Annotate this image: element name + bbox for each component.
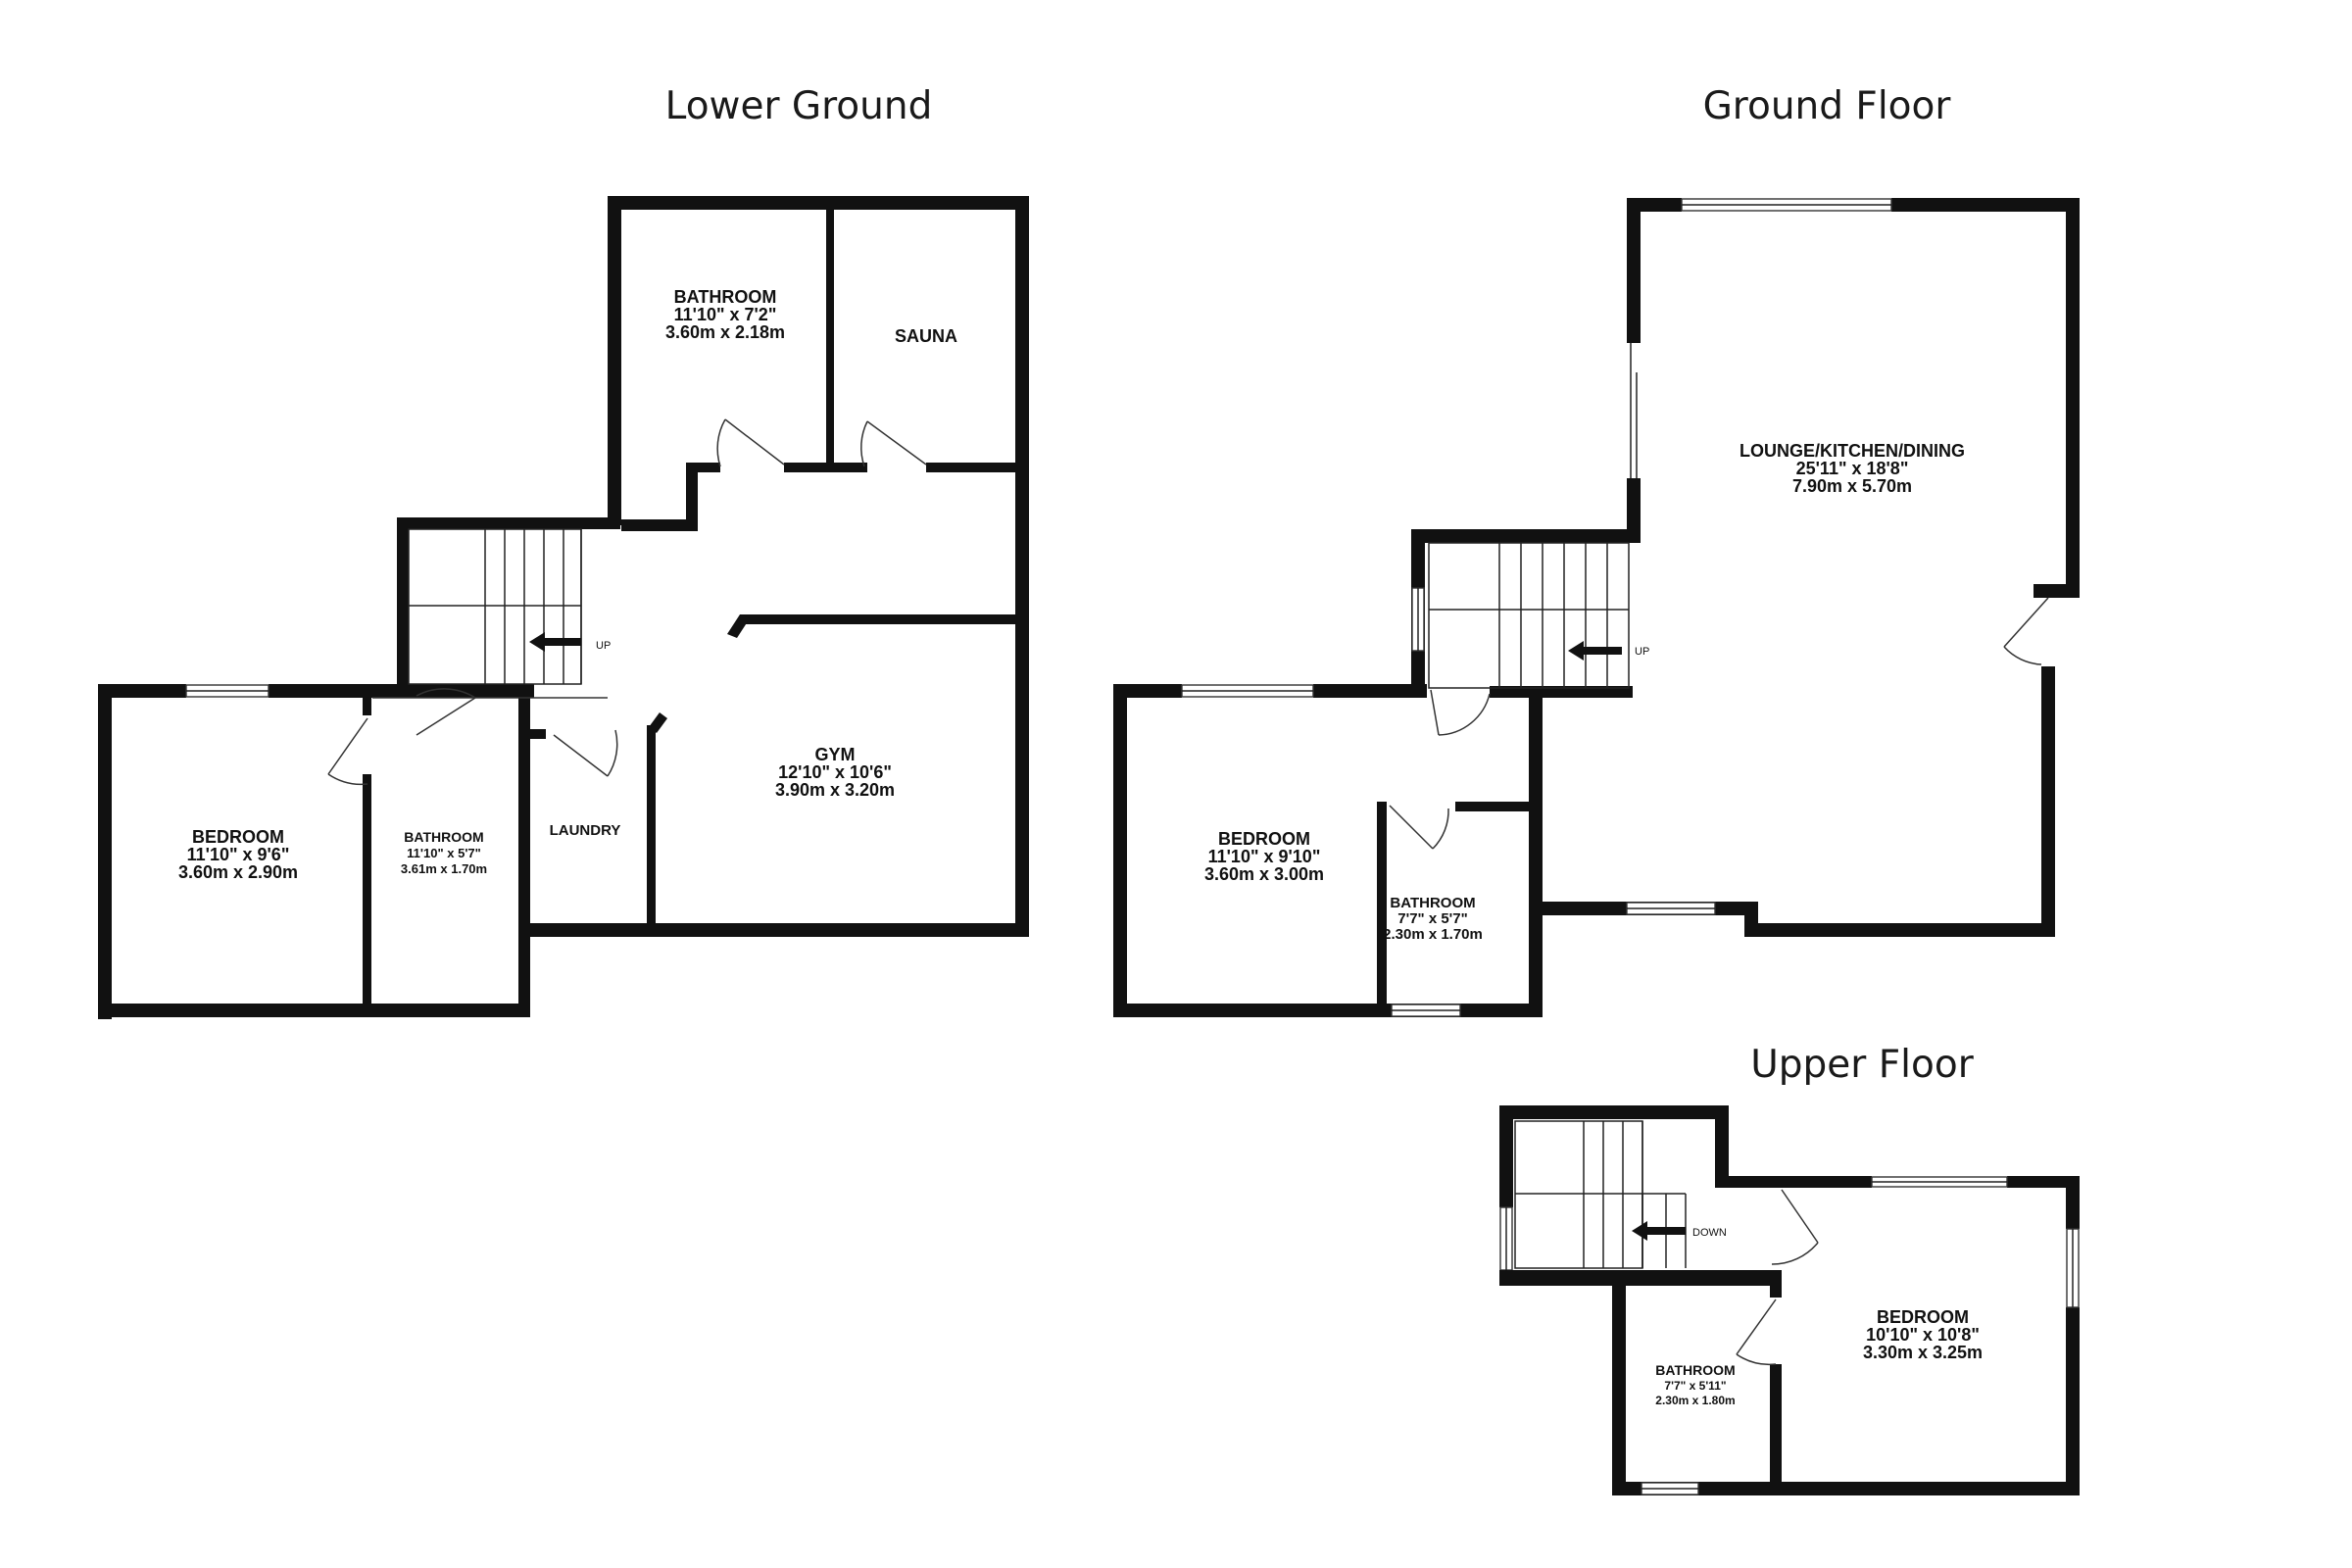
stair-label-lower: UP	[596, 640, 611, 652]
floor-title-lower-ground: Lower Ground	[665, 84, 933, 128]
stair-label-ground: UP	[1635, 646, 1649, 658]
room-label-uf-bedroom-imperial: 10'10" x 10'8"	[1866, 1325, 1980, 1345]
room-label-lg-bedroom-name: BEDROOM	[192, 827, 284, 847]
room-label-gf-bedroom-metric: 3.60m x 3.00m	[1204, 864, 1324, 884]
room-label-gym-name: GYM	[814, 745, 855, 764]
lower-ground-plan: Lower Ground	[98, 84, 1029, 1019]
room-label-uf-bathroom-metric: 2.30m x 1.80m	[1655, 1394, 1735, 1407]
room-label-lounge-name: LOUNGE/KITCHEN/DINING	[1740, 441, 1965, 461]
room-label-sauna: SAUNA	[895, 326, 957, 346]
room-label-gf-bathroom-name: BATHROOM	[1390, 895, 1475, 911]
room-label-uf-bedroom-metric: 3.30m x 3.25m	[1863, 1343, 1983, 1362]
room-label-uf-bathroom-imperial: 7'7" x 5'11"	[1664, 1379, 1726, 1393]
room-label-gf-bedroom-imperial: 11'10" x 9'10"	[1208, 847, 1321, 866]
room-label-uf-bathroom-name: BATHROOM	[1655, 1362, 1735, 1378]
room-label-lg-small-bathroom-imperial: 11'10" x 5'7"	[407, 846, 481, 860]
room-label-laundry: LAUNDRY	[550, 822, 621, 839]
floor-title-ground: Ground Floor	[1703, 84, 1952, 128]
room-label-lg-small-bathroom-metric: 3.61m x 1.70m	[401, 861, 487, 876]
room-label-lg-small-bathroom-name: BATHROOM	[404, 829, 483, 845]
stair-label-upper: DOWN	[1692, 1227, 1727, 1239]
room-label-gf-bedroom-name: BEDROOM	[1218, 829, 1310, 849]
ground-floor-plan: Ground Floor	[1113, 84, 2080, 1017]
room-label-gym-metric: 3.90m x 3.20m	[775, 780, 895, 800]
floor-title-upper: Upper Floor	[1750, 1043, 1974, 1087]
room-label-lg-bedroom-metric: 3.60m x 2.90m	[178, 862, 298, 882]
room-label-lg-bathroom-imperial: 11'10" x 7'2"	[674, 305, 777, 324]
room-label-lg-bedroom-imperial: 11'10" x 9'6"	[187, 845, 290, 864]
room-label-gf-bathroom-imperial: 7'7" x 5'7"	[1397, 910, 1467, 927]
room-label-lg-bathroom-metric: 3.60m x 2.18m	[665, 322, 785, 342]
room-label-lounge-imperial: 25'11" x 18'8"	[1796, 459, 1909, 478]
room-label-lounge-metric: 7.90m x 5.70m	[1792, 476, 1912, 496]
room-label-uf-bedroom-name: BEDROOM	[1877, 1307, 1969, 1327]
room-label-gf-bathroom-metric: 2.30m x 1.70m	[1383, 926, 1483, 943]
room-label-lg-bathroom-name: BATHROOM	[674, 287, 777, 307]
upper-floor-plan: Upper Floor DOWN	[1499, 1043, 2080, 1495]
room-label-gym-imperial: 12'10" x 10'6"	[778, 762, 892, 782]
